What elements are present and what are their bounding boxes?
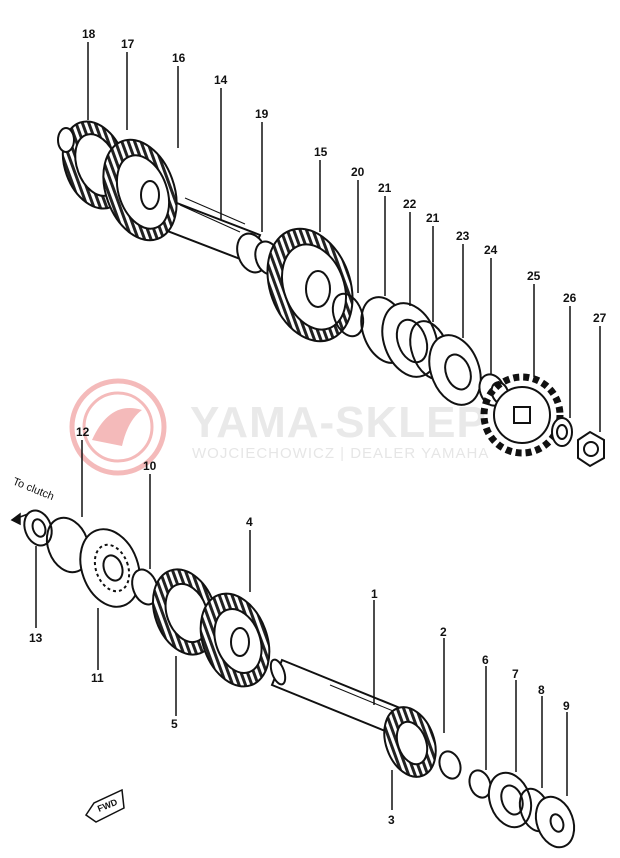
callout-19: 19 bbox=[255, 107, 269, 121]
callout-20: 20 bbox=[351, 165, 365, 179]
callout-25: 25 bbox=[527, 269, 541, 283]
callout-8: 8 bbox=[538, 683, 545, 697]
leader-lines bbox=[10, 42, 601, 810]
bearing-11 bbox=[79, 528, 141, 608]
callout-labels: 18 17 16 14 19 15 20 21 22 21 23 24 25 2… bbox=[29, 27, 607, 827]
oil-seal-23 bbox=[428, 334, 482, 406]
watermark-logo-icon bbox=[69, 378, 167, 476]
plate-9 bbox=[534, 795, 576, 849]
callout-6: 6 bbox=[482, 653, 489, 667]
circlip-20 bbox=[331, 292, 365, 338]
callout-7: 7 bbox=[512, 667, 519, 681]
nut-27 bbox=[577, 430, 605, 468]
bearing-13 bbox=[23, 509, 53, 547]
callout-24: 24 bbox=[484, 243, 498, 257]
watermark-title: YAMA-SKLEP bbox=[190, 398, 487, 447]
gear-16 bbox=[102, 138, 178, 242]
washer-6 bbox=[468, 769, 492, 799]
callout-5: 5 bbox=[171, 717, 178, 731]
callout-17: 17 bbox=[121, 37, 135, 51]
main-axle-assembly bbox=[23, 509, 576, 849]
callout-21-b: 21 bbox=[426, 211, 440, 225]
callout-23: 23 bbox=[456, 229, 470, 243]
callout-15: 15 bbox=[314, 145, 328, 159]
gear-4 bbox=[199, 592, 271, 688]
gear-2 bbox=[383, 706, 462, 780]
callout-11: 11 bbox=[91, 671, 104, 685]
callout-12: 12 bbox=[76, 425, 90, 439]
callout-21-a: 21 bbox=[378, 181, 392, 195]
watermark-subtitle: WOJCIECHOWICZ | DEALER YAMAHA bbox=[192, 445, 489, 462]
bearing-7 bbox=[487, 771, 533, 829]
gear-15 bbox=[266, 227, 354, 343]
bearing-22 bbox=[360, 296, 451, 380]
callout-3: 3 bbox=[388, 813, 395, 827]
washer-26 bbox=[551, 417, 573, 447]
callout-4: 4 bbox=[246, 515, 253, 529]
to-clutch-label: To clutch bbox=[11, 476, 56, 503]
callout-18: 18 bbox=[82, 27, 96, 41]
drive-axle-assembly bbox=[57, 120, 605, 468]
callout-2: 2 bbox=[440, 625, 447, 639]
callout-27: 27 bbox=[593, 311, 607, 325]
callout-9: 9 bbox=[563, 699, 570, 713]
sprocket-25 bbox=[480, 373, 564, 457]
callout-13: 13 bbox=[29, 631, 43, 645]
callout-1: 1 bbox=[371, 587, 378, 601]
fwd-arrow-icon: FWD bbox=[84, 788, 125, 823]
callout-14: 14 bbox=[214, 73, 228, 87]
callout-22: 22 bbox=[403, 197, 417, 211]
callout-10: 10 bbox=[143, 459, 157, 473]
watermark: YAMA-SKLEP WOJCIECHOWICZ | DEALER YAMAHA bbox=[69, 378, 489, 476]
callout-26: 26 bbox=[563, 291, 577, 305]
callout-16: 16 bbox=[172, 51, 186, 65]
